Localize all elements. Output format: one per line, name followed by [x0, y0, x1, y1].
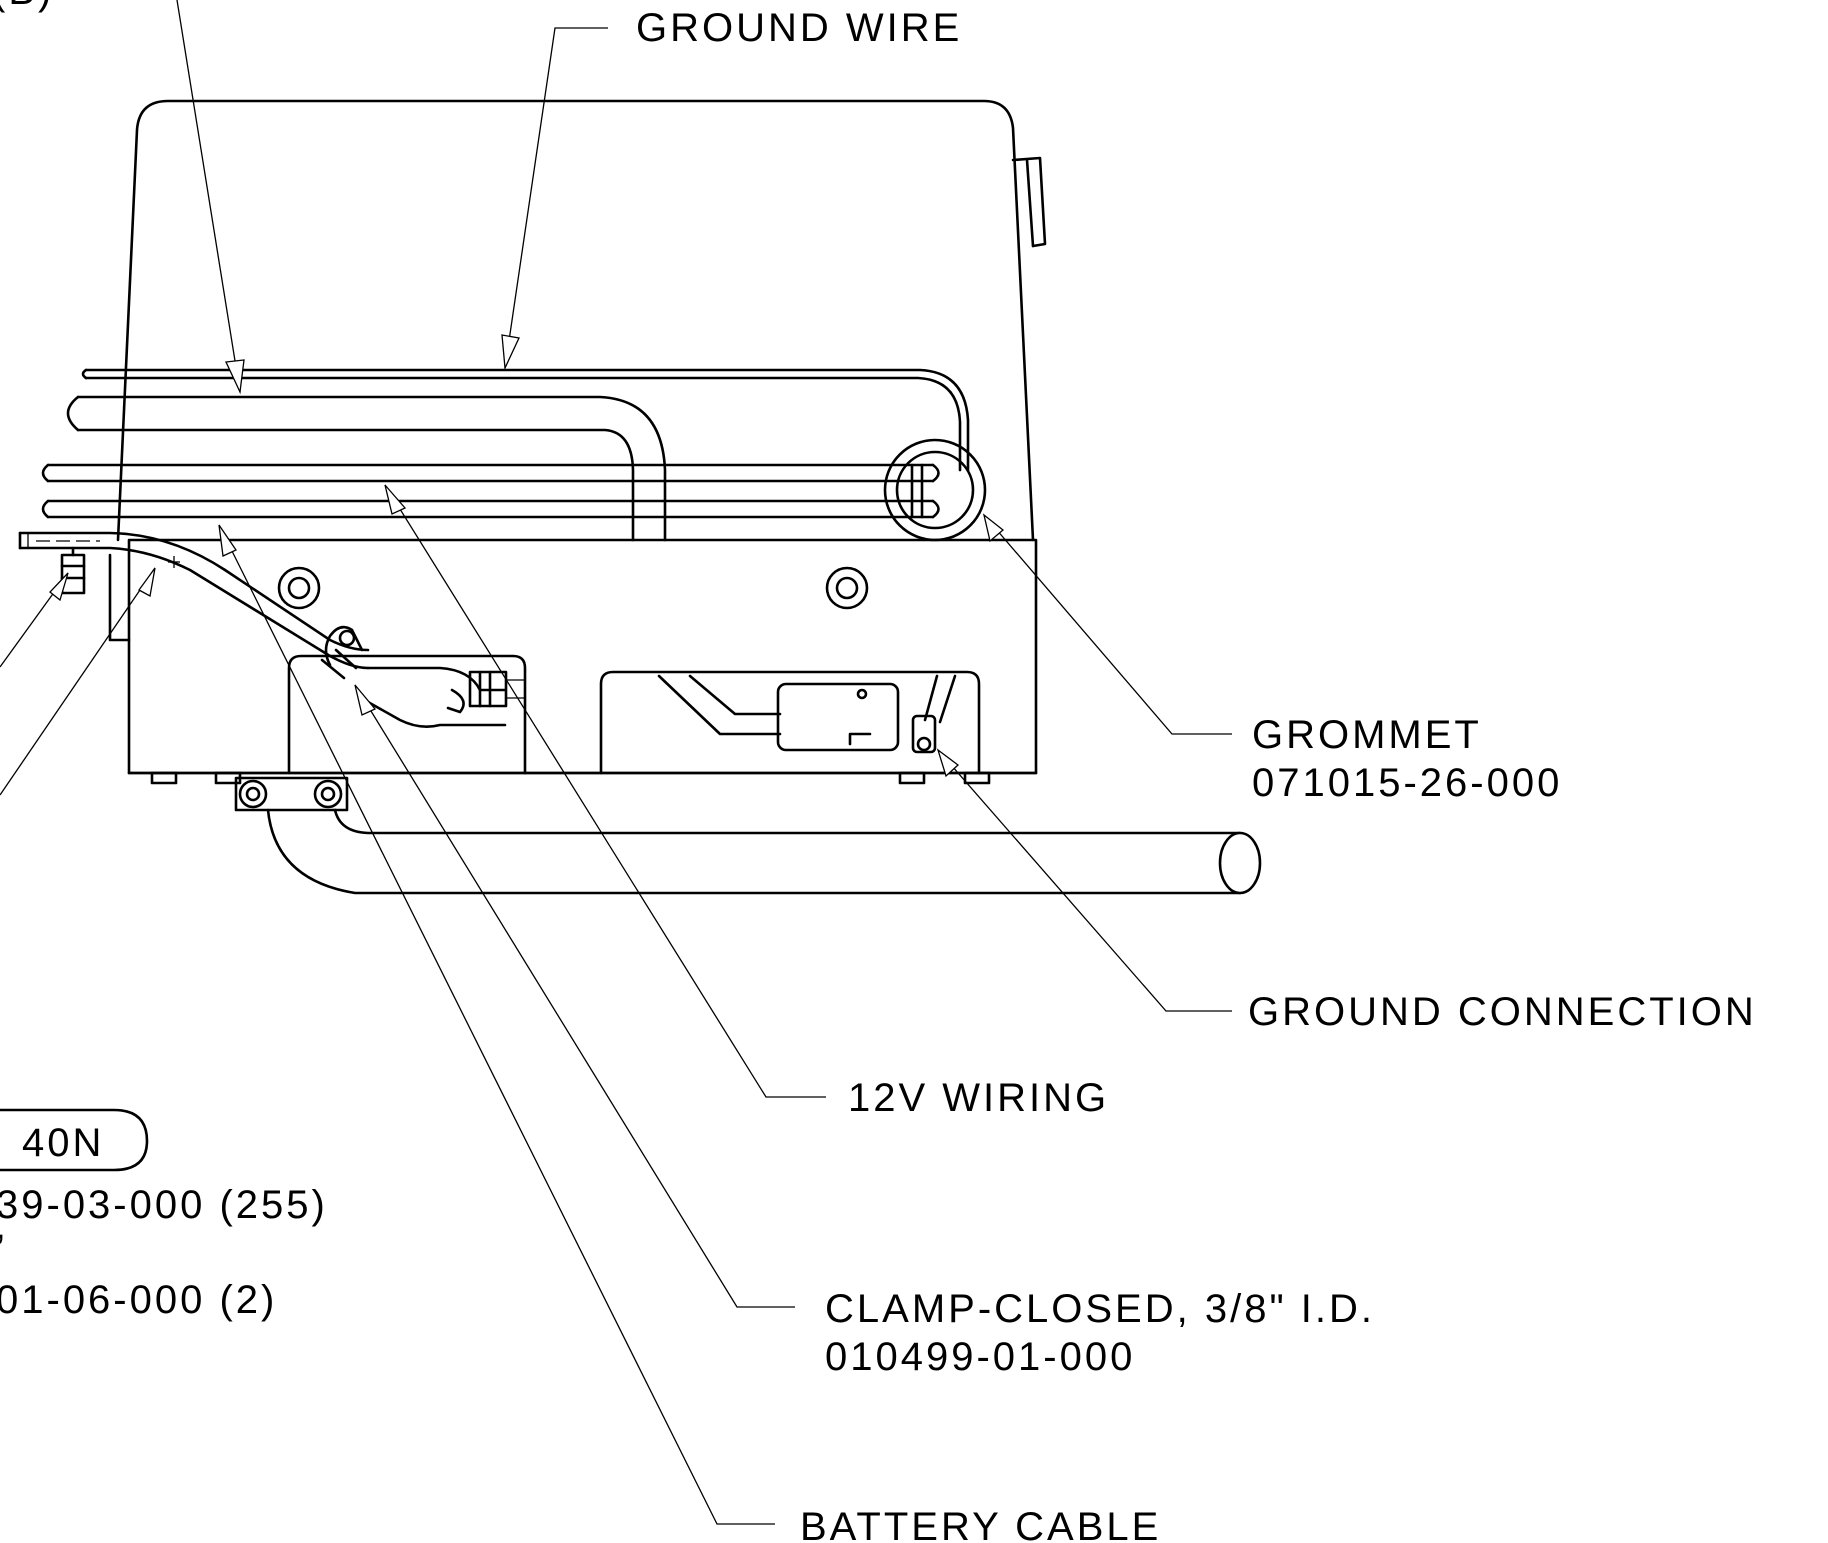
label-ground-connection: GROUND CONNECTION	[1248, 990, 1757, 1034]
lower-pipe	[266, 808, 1262, 895]
grommet-ring	[883, 438, 987, 542]
label-grommet-part: 071015-26-000	[1252, 761, 1562, 805]
left-compartment	[287, 654, 527, 775]
leader-lines	[0, 0, 1232, 1525]
housing	[116, 99, 1047, 542]
label-clamp: CLAMP-CLOSED, 3/8" I.D.	[825, 1287, 1375, 1331]
label-ground-wire: GROUND WIRE	[636, 6, 962, 50]
mount-bracket	[234, 776, 349, 812]
tag-40n-label: 40N	[22, 1121, 104, 1165]
label-battery-cable: BATTERY CABLE	[800, 1505, 1161, 1543]
label-left-part-a: 39-03-000 (255)	[0, 1183, 328, 1227]
coil-tubes	[41, 368, 970, 542]
label-grommet: GROMMET	[1252, 713, 1482, 757]
cable-clamp	[320, 625, 364, 680]
partial-label-b: (B)	[0, 0, 54, 13]
base-bolt-left	[277, 566, 321, 610]
tag-40n: 40N	[0, 1108, 149, 1172]
base-bolt-right	[825, 566, 869, 610]
label-clamp-part: 010499-01-000	[825, 1335, 1135, 1379]
left-terminal	[60, 546, 86, 595]
base-tray	[108, 538, 1038, 785]
right-compartment	[599, 670, 981, 775]
label-left-part-b: ’	[0, 1227, 8, 1271]
label-left-part-c: 01-06-000 (2)	[0, 1278, 277, 1322]
label-12v-wiring: 12V WIRING	[848, 1076, 1109, 1120]
